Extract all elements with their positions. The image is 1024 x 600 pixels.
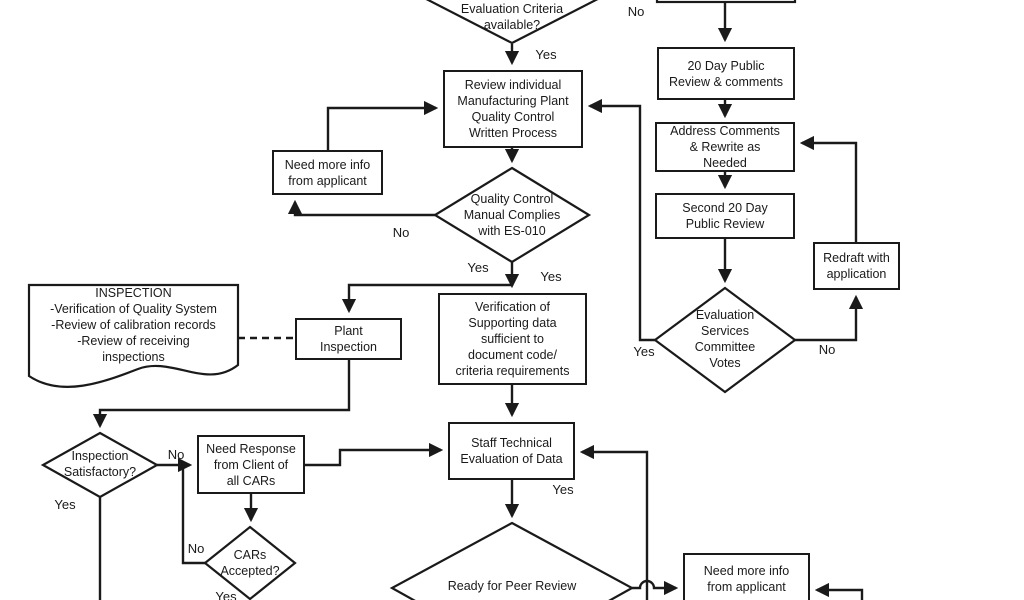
edge-label-no-inspection: No [167,447,185,462]
edge-committee-no-to-redraft [795,294,864,342]
edge-right-to-needinfo-bottom [814,582,864,600]
node-staff-evaluation: Staff Technical Evaluation of Data [448,422,575,480]
node-second-public-review: Second 20 Day Public Review [655,193,795,239]
document-inspection [27,283,240,388]
edge-label-no-committee: No [818,342,836,357]
decision-cars-accepted [203,525,297,600]
edge-needinfo-to-review [326,100,439,150]
edge-label-no-qc: No [392,225,410,240]
edge-cars-no-loop [181,465,205,565]
edge-plant-to-inspectionq [92,360,351,429]
edge-label-yes-qc-right: Yes [540,269,562,284]
node-need-response-cars: Need Response from Client of all CARs [197,435,305,494]
node-verification-data: Verification of Supporting data sufficie… [438,293,587,385]
node-address-comments: Address Comments & Rewrite as Needed [655,122,795,172]
node-inspection-satisfactory: Inspection Satisfactory? [63,449,137,479]
edge-label-no-cars: No [187,541,205,556]
node-cars-accepted: CARs Accepted? [220,548,280,578]
edge-label-no-top: No [627,4,645,19]
decision-ready-peer-review [389,521,635,600]
decision-committee-votes [653,286,797,394]
edge-qc-no-to-needinfo [287,199,435,217]
node-review-manufacturing: Review individual Manufacturing Plant Qu… [443,70,583,148]
node-evaluation-criteria: Evaluation Criteria available? [460,2,564,32]
edge-committee-yes-to-review [587,98,655,342]
edge-redraft-to-address [799,135,858,242]
cutoff-top-right-box [655,0,797,4]
node-20day-public-review: 20 Day Public Review & comments [657,47,795,100]
edge-qc-yes-to-plant [341,283,512,314]
edge-label-yes-cars: Yes [215,589,237,600]
node-redraft-application: Redraft with application [813,242,900,290]
edge-right-loop-to-staff [579,444,649,600]
edge-label-yes-top: Yes [535,47,557,62]
node-ready-peer-review: Ready for Peer Review [447,579,577,593]
edge-label-yes-inspection: Yes [54,497,76,512]
node-need-more-info-bottom: Need more info from applicant [683,553,810,600]
node-plant-inspection: Plant Inspection [295,318,402,360]
decision-evaluation-criteria [425,0,599,45]
edge-needresponse-to-staff [305,442,444,467]
node-inspection-doc: INSPECTION -Verification of Quality Syst… [50,286,217,364]
edge-label-yes-committee: Yes [633,344,655,359]
edge-peer-to-needinfo-bottom [632,579,679,596]
node-qc-manual-complies: Quality Control Manual Complies with ES-… [463,192,561,238]
node-need-more-info-top: Need more info from applicant [272,150,383,195]
node-committee-votes: Evaluation Services Committee Votes [694,308,756,370]
edge-label-yes-qc-left: Yes [467,260,489,275]
edge-label-yes-staff: Yes [552,482,574,497]
